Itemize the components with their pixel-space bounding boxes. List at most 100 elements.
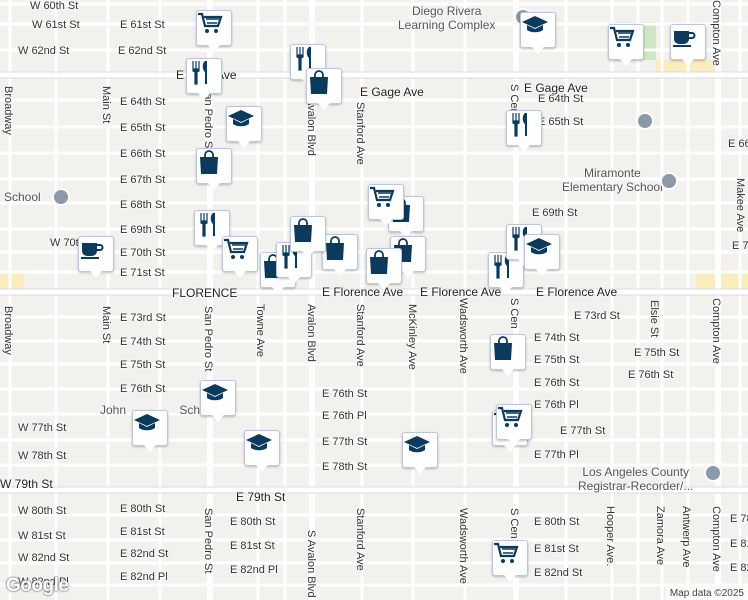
vertical-street-label: S Cen (508, 298, 520, 329)
poi-diego-rivera[interactable]: Diego Rivera Learning Complex (398, 4, 495, 32)
street-label: E 69th St (120, 224, 166, 236)
street-label: E 81st St (534, 543, 579, 555)
vertical-street-label: Main St (100, 86, 112, 124)
street-label: E 81st St (120, 526, 165, 538)
street-label: E 80th St (230, 516, 276, 528)
street-label: E 79th St (236, 490, 286, 504)
school-marker[interactable] (200, 380, 236, 422)
vertical-street-label: Avalon Blvd (305, 304, 317, 362)
restaurant-marker[interactable] (506, 110, 542, 152)
street-label: E 82nd St (534, 567, 583, 579)
vertical-street-label: Towne Ave (254, 304, 266, 358)
poi-label-line: Los Angeles County (582, 465, 690, 479)
coffee-marker[interactable] (78, 236, 114, 278)
street-label: E 76th Pl (322, 410, 367, 422)
vertical-street-label: Broadway (2, 306, 14, 355)
restaurant-marker[interactable] (186, 58, 222, 100)
poi-label-line: John (100, 403, 127, 417)
shopping-bag-marker[interactable] (196, 148, 232, 190)
map-attribution[interactable]: Map data ©2025 (665, 587, 748, 600)
street-label: E 61st St (120, 19, 165, 31)
poi-miramonte[interactable]: Miramonte Elementary School (562, 166, 663, 194)
poi-school-left[interactable]: School (4, 190, 41, 204)
poi-label-line: Elementary School (562, 180, 663, 194)
poi-label-line: Learning Complex (398, 18, 496, 32)
street-label: E 70th (732, 240, 748, 252)
street-label: W 78th St (18, 450, 67, 462)
street-label: W 82nd Pl (18, 576, 69, 588)
street-label: E 70th St (120, 247, 166, 259)
vertical-street-label: Compton Ave (710, 298, 722, 364)
vertical-street-label: Hooper Ave. (604, 506, 616, 567)
major-road-label: E Gage Ave (360, 85, 424, 99)
google-logo: Google (6, 575, 69, 596)
street-label: E 78th St (322, 461, 368, 473)
street-label: E 80th St (120, 503, 166, 515)
street-label: E 64th St (538, 93, 584, 105)
cart-marker[interactable] (496, 404, 532, 446)
street-label: E 77th St (560, 425, 606, 437)
poi-label-line: Miramonte (584, 166, 641, 180)
school-marker[interactable] (244, 430, 280, 472)
street-label: W 77th St (18, 422, 67, 434)
coffee-marker[interactable] (670, 24, 706, 66)
school-marker[interactable] (520, 12, 556, 54)
major-road-label: FLORENCE (172, 286, 238, 300)
street-label: E 73rd St (120, 312, 166, 324)
major-road-label: E Florence Ave (322, 285, 404, 299)
street-label: W 80th St (18, 505, 67, 517)
vertical-street-label: Stanford Ave (354, 102, 366, 165)
school-icon[interactable] (52, 188, 70, 206)
street-label: W 61st St (32, 19, 80, 31)
vertical-street-label: Avalon Blvd (305, 98, 317, 156)
poi-label-line: Diego Rivera (412, 4, 482, 18)
shopping-bag-marker[interactable] (290, 216, 326, 258)
school-marker[interactable] (524, 234, 560, 276)
school-marker[interactable] (132, 410, 168, 452)
street-label: W 79th St (0, 477, 53, 491)
street-label: E 82nd Pl (120, 571, 168, 583)
street-label: E 77th St (322, 436, 368, 448)
school-marker[interactable] (402, 432, 438, 474)
school-icon[interactable] (636, 112, 654, 130)
cart-marker[interactable] (368, 184, 404, 226)
school-icon[interactable] (660, 172, 678, 190)
cart-marker[interactable] (492, 540, 528, 582)
street-label: E 75th St (634, 347, 680, 359)
government-icon[interactable] (704, 464, 722, 482)
street-label: E 74th St (120, 336, 166, 348)
school-marker[interactable] (226, 106, 262, 148)
street-label: W 81st St (18, 530, 66, 542)
cart-marker[interactable] (196, 10, 232, 52)
street-label: E 81st St (730, 538, 748, 550)
major-road-label: E Florence Ave (536, 285, 618, 299)
street-label: E 76th St (322, 388, 368, 400)
street-label: E 82nd St (730, 562, 748, 574)
vertical-street-label: S Cen (508, 508, 520, 539)
street-label: E 68th St (120, 199, 166, 211)
shopping-bag-marker[interactable] (306, 68, 342, 110)
street-label: E 77th Pl (534, 449, 579, 461)
street-label: E 71st St (120, 267, 165, 279)
vertical-street-label: S Avalon Blvd (305, 530, 317, 598)
street-label: W 82nd St (18, 552, 70, 564)
poi-la-county-registrar[interactable]: Los Angeles County Registrar-Recorder/..… (578, 465, 693, 493)
vertical-street-label: Wadsworth Ave (457, 508, 469, 584)
street-label: E 64th St (120, 96, 166, 108)
vertical-street-label: Makee Ave (734, 178, 746, 233)
street-label: E 75th St (120, 359, 166, 371)
street-label: W 70th (50, 237, 85, 249)
street-label: E 76th Pl (534, 399, 579, 411)
street-label: E 67th St (120, 174, 166, 186)
street-label: E 76th St (534, 377, 580, 389)
cart-marker[interactable] (608, 24, 644, 66)
vertical-street-label: Stanford Ave (354, 508, 366, 571)
vertical-street-label: Compton Ave (710, 506, 722, 572)
street-label: E 69th St (532, 207, 578, 219)
shopping-bag-marker[interactable] (366, 248, 402, 290)
cart-marker[interactable] (222, 236, 258, 278)
shopping-bag-marker[interactable] (322, 234, 358, 276)
shopping-bag-marker[interactable] (490, 334, 526, 376)
street-label: E 78th St (730, 513, 748, 525)
